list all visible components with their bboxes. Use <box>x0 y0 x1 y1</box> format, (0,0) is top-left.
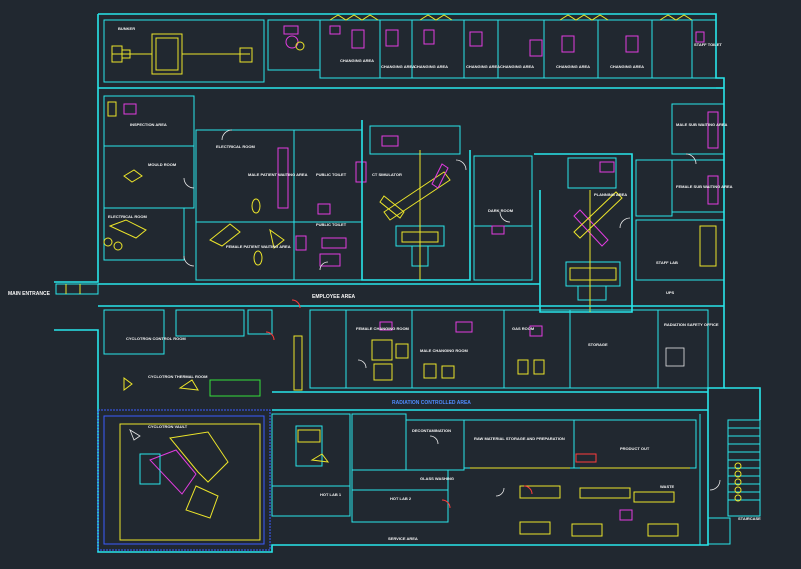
right-waiting-rooms: MALE SUB WAITING AREA FEMALE SUB WAITING… <box>671 103 733 213</box>
main-entrance-opening <box>55 283 99 295</box>
label-mould-room: MOULD ROOM <box>148 162 177 167</box>
label-gas-room: GAS ROOM <box>512 326 535 331</box>
label-decontamination: DECONTAMINATION <box>412 428 451 433</box>
mid-rooms: DARK ROOM STAFF LAB UPS <box>473 155 725 295</box>
door-swings <box>183 129 721 509</box>
bunker-room: BUNKER <box>103 19 265 83</box>
label-changing-3: CHANGING AREA <box>414 64 448 69</box>
label-staff-lab: STAFF LAB <box>656 260 678 265</box>
label-glass-washing: GLASS WASHING <box>420 476 454 481</box>
label-waste: WASTE <box>660 484 675 489</box>
label-changing-7: CHANGING AREA <box>610 64 644 69</box>
label-public-toilet-f: PUBLIC TOILET <box>316 222 347 227</box>
label-radiation-controlled: RADIATION CONTROLLED AREA <box>392 400 471 406</box>
label-staircase: STAIRCASE <box>738 516 761 521</box>
label-employee-area: EMPLOYEE AREA <box>312 294 356 300</box>
label-electrical-2: ELECTRICAL ROOM <box>216 144 255 149</box>
top-equipment-room <box>267 19 321 71</box>
label-main-entrance: MAIN ENTRANCE <box>8 291 51 297</box>
label-service-area: SERVICE AREA <box>388 536 418 541</box>
label-hot-lab-1: HOT LAB 1 <box>320 492 342 497</box>
label-cyclotron-thermal: CYCLOTRON THERMAL ROOM <box>148 374 208 379</box>
label-ups: UPS <box>666 290 675 295</box>
cyclotron-vault: CYCLOTRON VAULT <box>97 409 271 551</box>
label-male-changing-room: MALE CHANGING ROOM <box>420 348 468 353</box>
label-inspection: INSPECTION AREA <box>130 122 167 127</box>
middle-band-rooms: CYCLOTRON CONTROL ROOM CYCLOTRON THERMAL… <box>103 309 719 397</box>
hot-lab-area: DECONTAMINATION HOT LAB 1 HOT LAB 2 RAW … <box>271 413 701 545</box>
label-female-changing-room: FEMALE CHANGING ROOM <box>356 326 410 331</box>
label-changing-2: CHANGING AREA <box>381 64 415 69</box>
label-male-sub-waiting: MALE SUB WAITING AREA <box>676 122 728 127</box>
label-cyclotron-vault: CYCLOTRON VAULT <box>148 424 188 429</box>
label-changing-1: CHANGING AREA <box>340 58 374 63</box>
label-bunker: BUNKER <box>118 26 135 31</box>
staircase: STAIRCASE <box>707 419 761 545</box>
label-planning: PLANNING AREA <box>594 192 627 197</box>
radiation-corridor: RADIATION CONTROLLED AREA <box>272 335 708 411</box>
label-changing-4: CHANGING AREA <box>466 64 500 69</box>
label-female-sub-waiting: FEMALE SUB WAITING AREA <box>676 184 733 189</box>
changing-cubicles: CHANGING AREA CHANGING AREA CHANGING ARE… <box>319 14 722 79</box>
employee-corridor: EMPLOYEE AREA <box>98 283 724 307</box>
label-raw-material: RAW MATERIAL STORAGE AND PREPARATION <box>474 436 565 441</box>
label-dark-room: DARK ROOM <box>488 208 514 213</box>
linac-room-1: CT SIMULATOR <box>361 120 471 281</box>
label-staff-toilet: STAFF TOILET <box>694 42 722 47</box>
label-electrical: ELECTRICAL ROOM <box>108 214 147 219</box>
label-storage: STORAGE <box>588 342 608 347</box>
label-radiation-safety: RADIATION SAFETY OFFICE <box>664 322 719 327</box>
label-male-waiting: MALE PATIENT WAITING AREA <box>248 172 308 177</box>
label-ct-simulator: CT SIMULATOR <box>372 172 402 177</box>
label-cyclotron-control: CYCLOTRON CONTROL ROOM <box>126 336 186 341</box>
waiting-areas: ELECTRICAL ROOM MALE PATIENT WAITING ARE… <box>195 129 367 281</box>
left-wing-rooms: INSPECTION AREA MOULD ROOM ELECTRICAL RO… <box>8 95 195 297</box>
label-changing-5: CHANGING AREA <box>500 64 534 69</box>
linac-room-2: PLANNING AREA <box>534 153 633 313</box>
label-hot-lab-2: HOT LAB 2 <box>390 496 412 501</box>
label-female-waiting: FEMALE PATIENT WAITING AREA <box>226 244 291 249</box>
label-public-toilet-m: PUBLIC TOILET <box>316 172 347 177</box>
label-product-out: PRODUCT OUT <box>620 446 650 451</box>
label-changing-6: CHANGING AREA <box>556 64 590 69</box>
